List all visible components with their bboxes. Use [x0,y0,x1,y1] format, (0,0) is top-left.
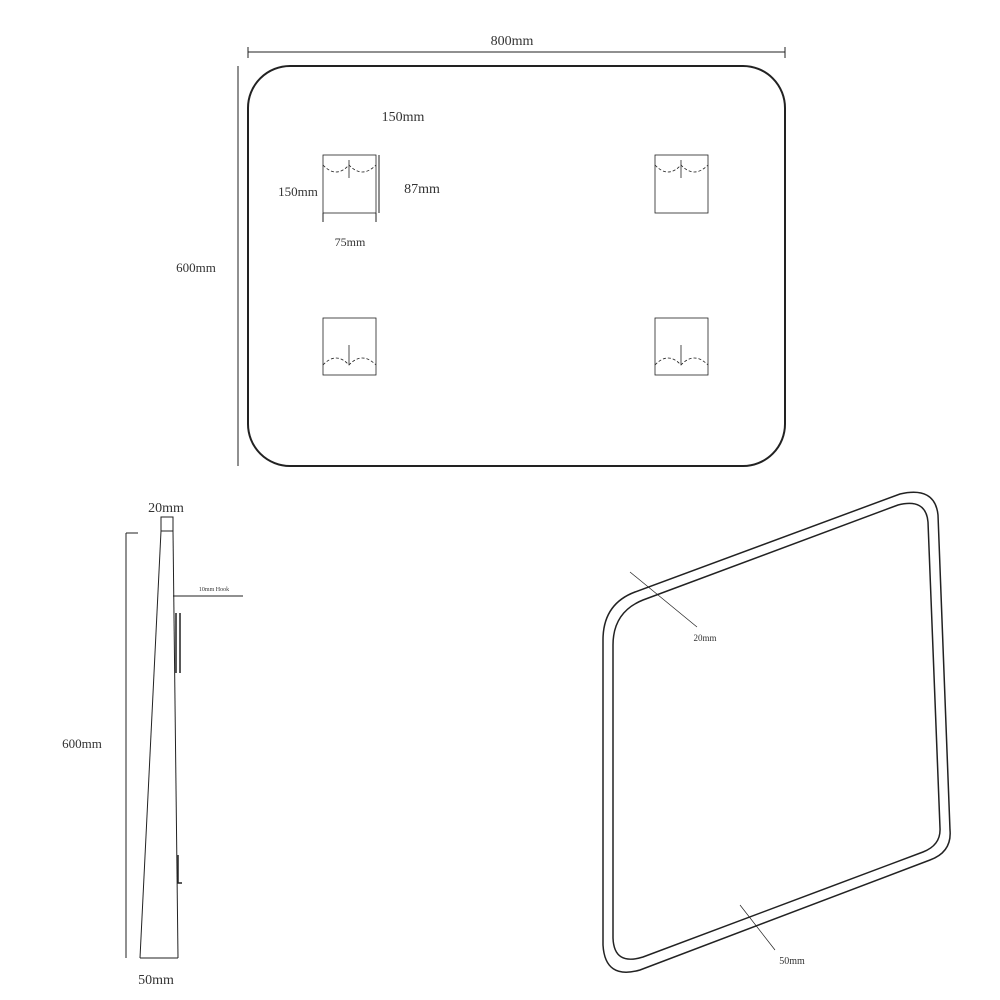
frame-outer [602,491,951,973]
perspective-view: 20mm 50mm [602,491,951,973]
frame-inner [612,502,941,960]
width-label: 800mm [491,34,534,49]
side-height-label: 600mm [62,736,102,751]
hook-spacing-side-label: 150mm [278,184,318,199]
bracket-top-right [654,154,709,214]
bracket-bottom-left [322,317,377,376]
frame-width-label: 20mm [693,633,716,643]
front-view: 800mm 600mm 150mm 150mm 87mm 75mm [176,34,786,467]
bracket-height-label: 87mm [404,182,440,197]
frame-depth-label: 50mm [779,956,805,967]
bracket-top-left [322,154,377,214]
side-depth-top-label: 20mm [148,501,184,516]
hook-spacing-top-label: 150mm [382,110,425,125]
bracket-width-label: 75mm [335,235,366,249]
hook-label: 10mm Hook [199,587,229,593]
side-depth-bottom-label: 50mm [138,973,174,988]
bracket-bottom-right [654,317,709,376]
height-label: 600mm [176,260,216,275]
side-view: 20mm 600mm 10mm Hook 50mm [62,501,243,988]
mirror-outline [247,65,786,467]
